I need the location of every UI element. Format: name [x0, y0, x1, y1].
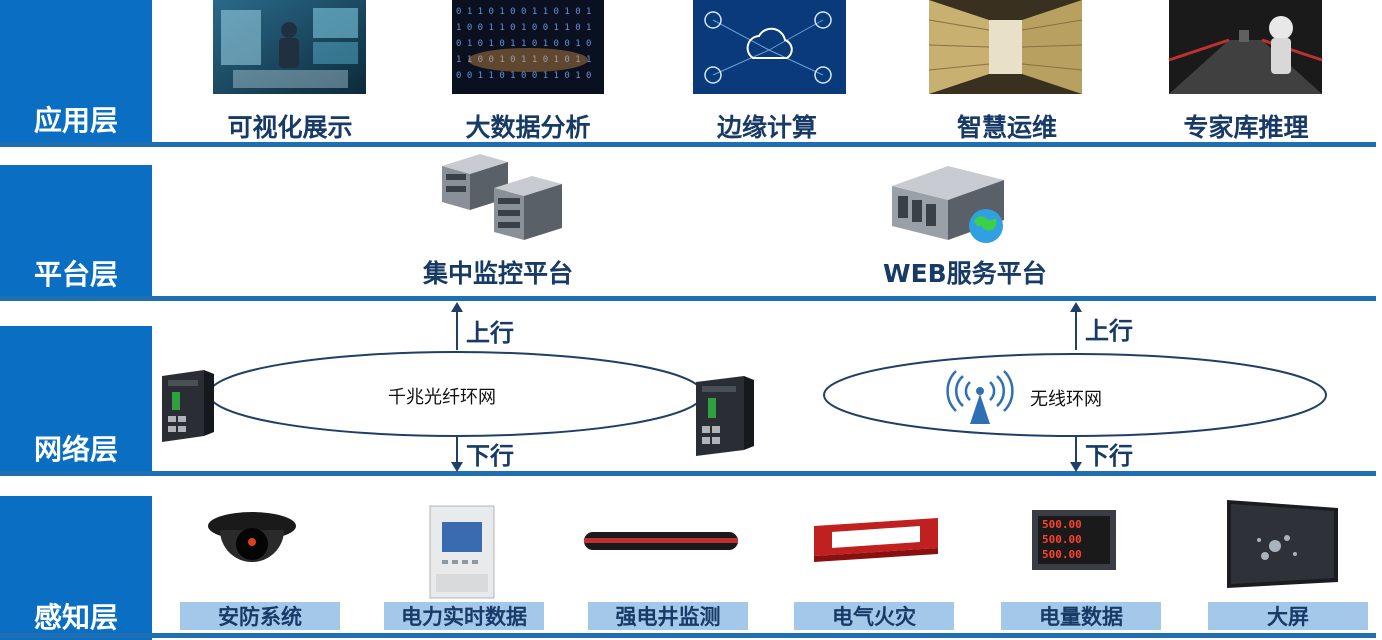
switch-left-icon	[158, 370, 216, 442]
expert-reasoning-image	[1169, 0, 1322, 94]
uplink-label-right: 上行	[1085, 311, 1133, 346]
svg-text:0 1 1 0 1 0 0 1 1 0 1 0 1: 0 1 1 0 1 0 0 1 1 0 1 0 1	[456, 7, 591, 17]
layer-label-platform: 平台层	[0, 165, 152, 297]
fire-sensor-icon	[810, 516, 942, 564]
visualization-image	[213, 0, 366, 94]
svg-text:1 0 0 1 1 0 1 0 0 1 1 0 1: 1 0 0 1 1 0 1 0 0 1 1 0 1	[456, 23, 591, 33]
downlink-label-right: 下行	[1085, 436, 1133, 471]
fiber-ring-label: 千兆光纤环网	[388, 383, 496, 409]
application-item-edge-computing: 边缘计算	[677, 108, 857, 144]
perception-item-big-screen: 大屏	[1208, 602, 1368, 630]
separator-line-4	[0, 633, 1376, 638]
switch-right-icon	[692, 376, 758, 456]
layer-label-application: 应用层	[0, 0, 152, 143]
layer-label-network: 网络层	[0, 326, 152, 472]
layer-label-perception: 感知层	[0, 496, 152, 640]
perception-item-electrical-fire: 电气火灾	[794, 602, 954, 630]
meter-reading-3: 500.00	[1042, 548, 1082, 561]
perception-item-security: 安防系统	[180, 602, 340, 630]
perception-item-energy-data: 电量数据	[1001, 602, 1161, 630]
large-screen-icon	[1225, 498, 1340, 588]
server-cluster-icon	[438, 152, 568, 244]
meter-reading-2: 500.00	[1042, 533, 1082, 546]
wireless-antenna-icon	[950, 370, 1010, 426]
separator-line-3	[0, 471, 1376, 476]
separator-line-2	[0, 296, 1376, 301]
perception-item-power-realtime: 电力实时数据	[384, 602, 544, 630]
dome-camera-icon	[206, 508, 298, 570]
protection-relay-icon	[428, 504, 496, 600]
uplink-arrow-left	[450, 302, 464, 350]
wireless-ring-label: 无线环网	[1030, 385, 1102, 411]
application-item-visualization: 可视化展示	[200, 108, 380, 144]
application-item-expert-reasoning: 专家库推理	[1156, 108, 1336, 144]
perception-item-shaft-monitoring: 强电井监测	[588, 602, 748, 630]
web-service-platform-label: WEB服务平台	[883, 254, 1047, 290]
meter-reading-1: 500.00	[1042, 518, 1082, 531]
application-item-big-data: 大数据分析	[438, 108, 618, 144]
edge-computing-image	[693, 0, 846, 94]
big-data-image: 0 1 1 0 1 0 0 1 1 0 1 0 1 1 0 0 1 1 0 1 …	[452, 0, 604, 94]
downlink-arrow-right	[1069, 436, 1083, 472]
uplink-arrow-right	[1069, 302, 1083, 350]
busbar-sensor-icon	[582, 528, 740, 554]
downlink-arrow-left	[450, 436, 464, 472]
uplink-label-left: 上行	[466, 313, 514, 348]
svg-text:0 0 1 1 0 1 0 0 1 1 0 1 0: 0 0 1 1 0 1 0 0 1 1 0 1 0	[456, 71, 591, 81]
power-meter-icon: 500.00 500.00 500.00	[1030, 508, 1118, 572]
svg-text:0 1 0 1 0 1 1 0 1 0 0 1 0: 0 1 0 1 0 1 1 0 1 0 0 1 0	[456, 39, 591, 49]
centralized-monitoring-platform-label: 集中监控平台	[423, 254, 573, 290]
smart-operations-image	[929, 0, 1082, 94]
downlink-label-left: 下行	[466, 436, 514, 471]
application-item-smart-operations: 智慧运维	[917, 108, 1097, 144]
web-server-icon	[888, 160, 1010, 246]
